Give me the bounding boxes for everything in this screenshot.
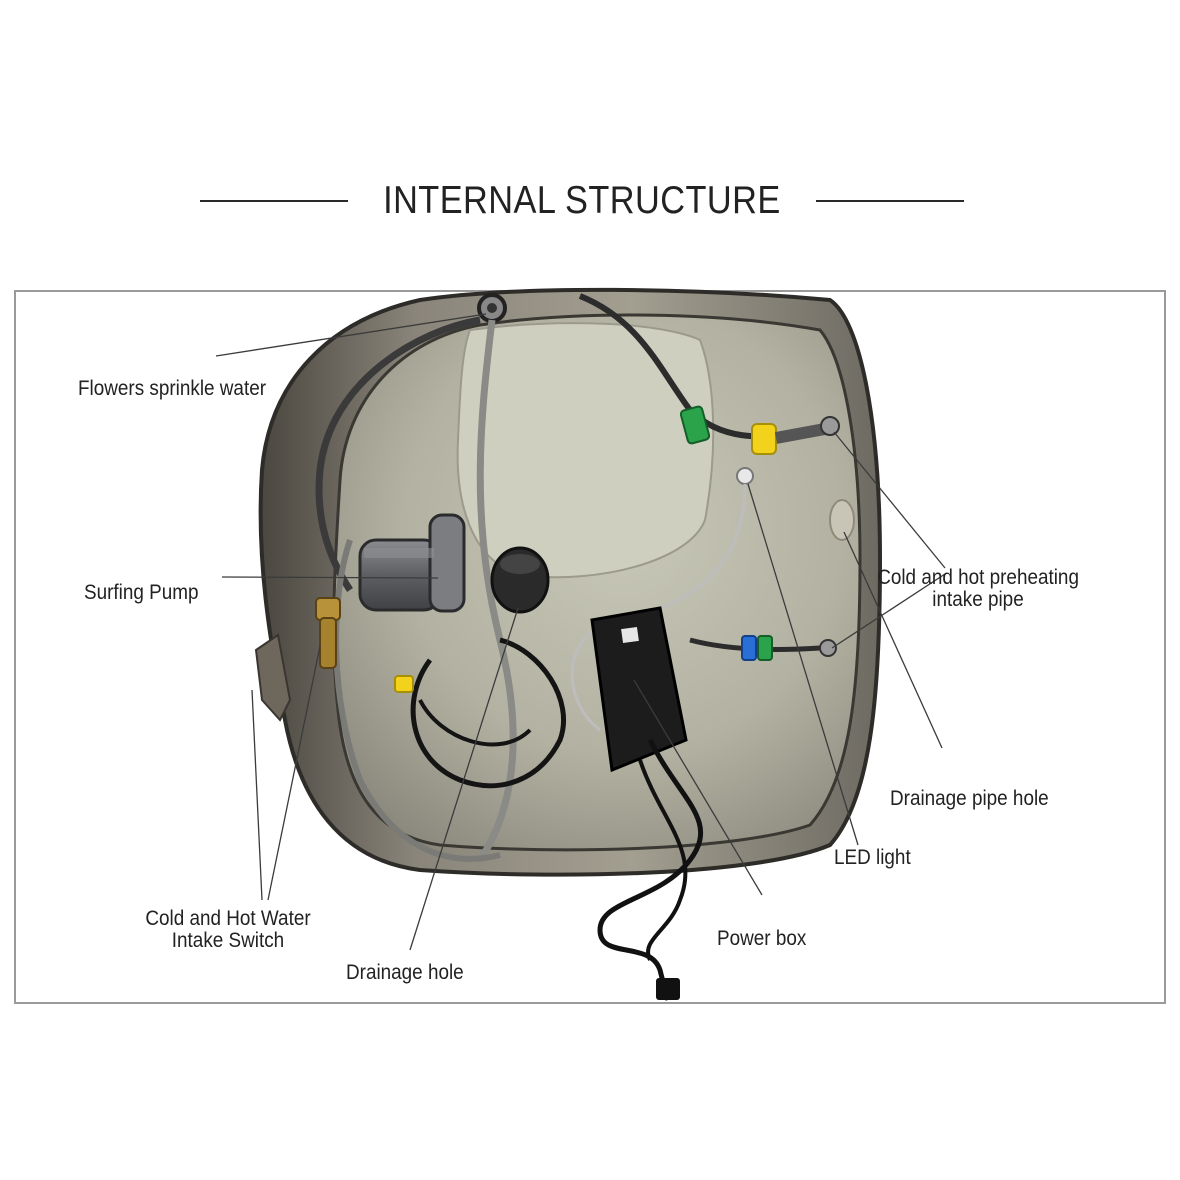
drain-fitting-top: [500, 554, 540, 574]
page-title: INTERNAL STRUCTURE: [383, 179, 781, 222]
label-power-box: Power box: [717, 927, 807, 950]
leader-lines: [215, 313, 946, 951]
braided-hose-left: [315, 316, 481, 592]
surfing-pump: [358, 513, 466, 613]
power-plug: [656, 978, 680, 1000]
drainage-pipe-hole-mark: [829, 499, 855, 541]
leader-preheat-top: [833, 431, 946, 569]
intake-valve-bottom: [819, 639, 837, 657]
leader-drainage-pipe-hole: [843, 531, 943, 749]
leader-led-light: [747, 483, 859, 846]
leader-intake-switch-b: [267, 645, 321, 901]
side-bracket: [254, 633, 292, 722]
hose-connector-yellow-top: [751, 423, 777, 455]
title-rule-left: [200, 200, 349, 202]
leader-intake-switch-a: [251, 689, 263, 901]
leader-surfing-pump: [221, 576, 439, 579]
leader-flowers-sprinkle: [215, 313, 487, 357]
label-intake-switch-line2: Intake Switch: [171, 929, 285, 952]
wire-bundle: [410, 637, 567, 789]
sprinkle-fitting-hole: [487, 303, 497, 313]
leader-drainage-hole: [409, 607, 519, 951]
label-led-light: LED light: [834, 846, 911, 869]
leader-power-box: [633, 679, 763, 896]
hose-connector-green-bottom: [757, 635, 773, 661]
power-cable: [597, 738, 704, 1001]
label-intake-switch-line1: Cold and Hot Water: [145, 907, 311, 930]
label-drainage-pipe-hole: Drainage pipe hole: [890, 787, 1049, 810]
label-surfing-pump: Surfing Pump: [84, 581, 199, 604]
wire-bundle-2: [418, 699, 532, 747]
led-light-fitting: [736, 467, 754, 485]
leader-preheat-bottom: [831, 573, 946, 649]
title-banner: INTERNAL STRUCTURE: [200, 176, 964, 226]
yellow-clip-left: [394, 675, 414, 693]
label-drainage-hole: Drainage hole: [346, 961, 464, 984]
label-preheat-line1: Cold and hot preheating: [877, 566, 1079, 589]
power-cable-2: [638, 759, 688, 961]
label-preheat-line2: intake pipe: [932, 588, 1024, 611]
hose-connector-blue-bottom: [741, 635, 757, 661]
label-flowers-sprinkle-water: Flowers sprinkle water: [78, 377, 267, 400]
brass-intake-switch: [315, 597, 341, 669]
braided-hose-center: [476, 319, 517, 862]
title-rule-right: [815, 200, 964, 202]
hose-connector-green-top: [679, 405, 711, 445]
intake-valve-top: [820, 416, 840, 436]
basin-bowl: [456, 322, 715, 579]
